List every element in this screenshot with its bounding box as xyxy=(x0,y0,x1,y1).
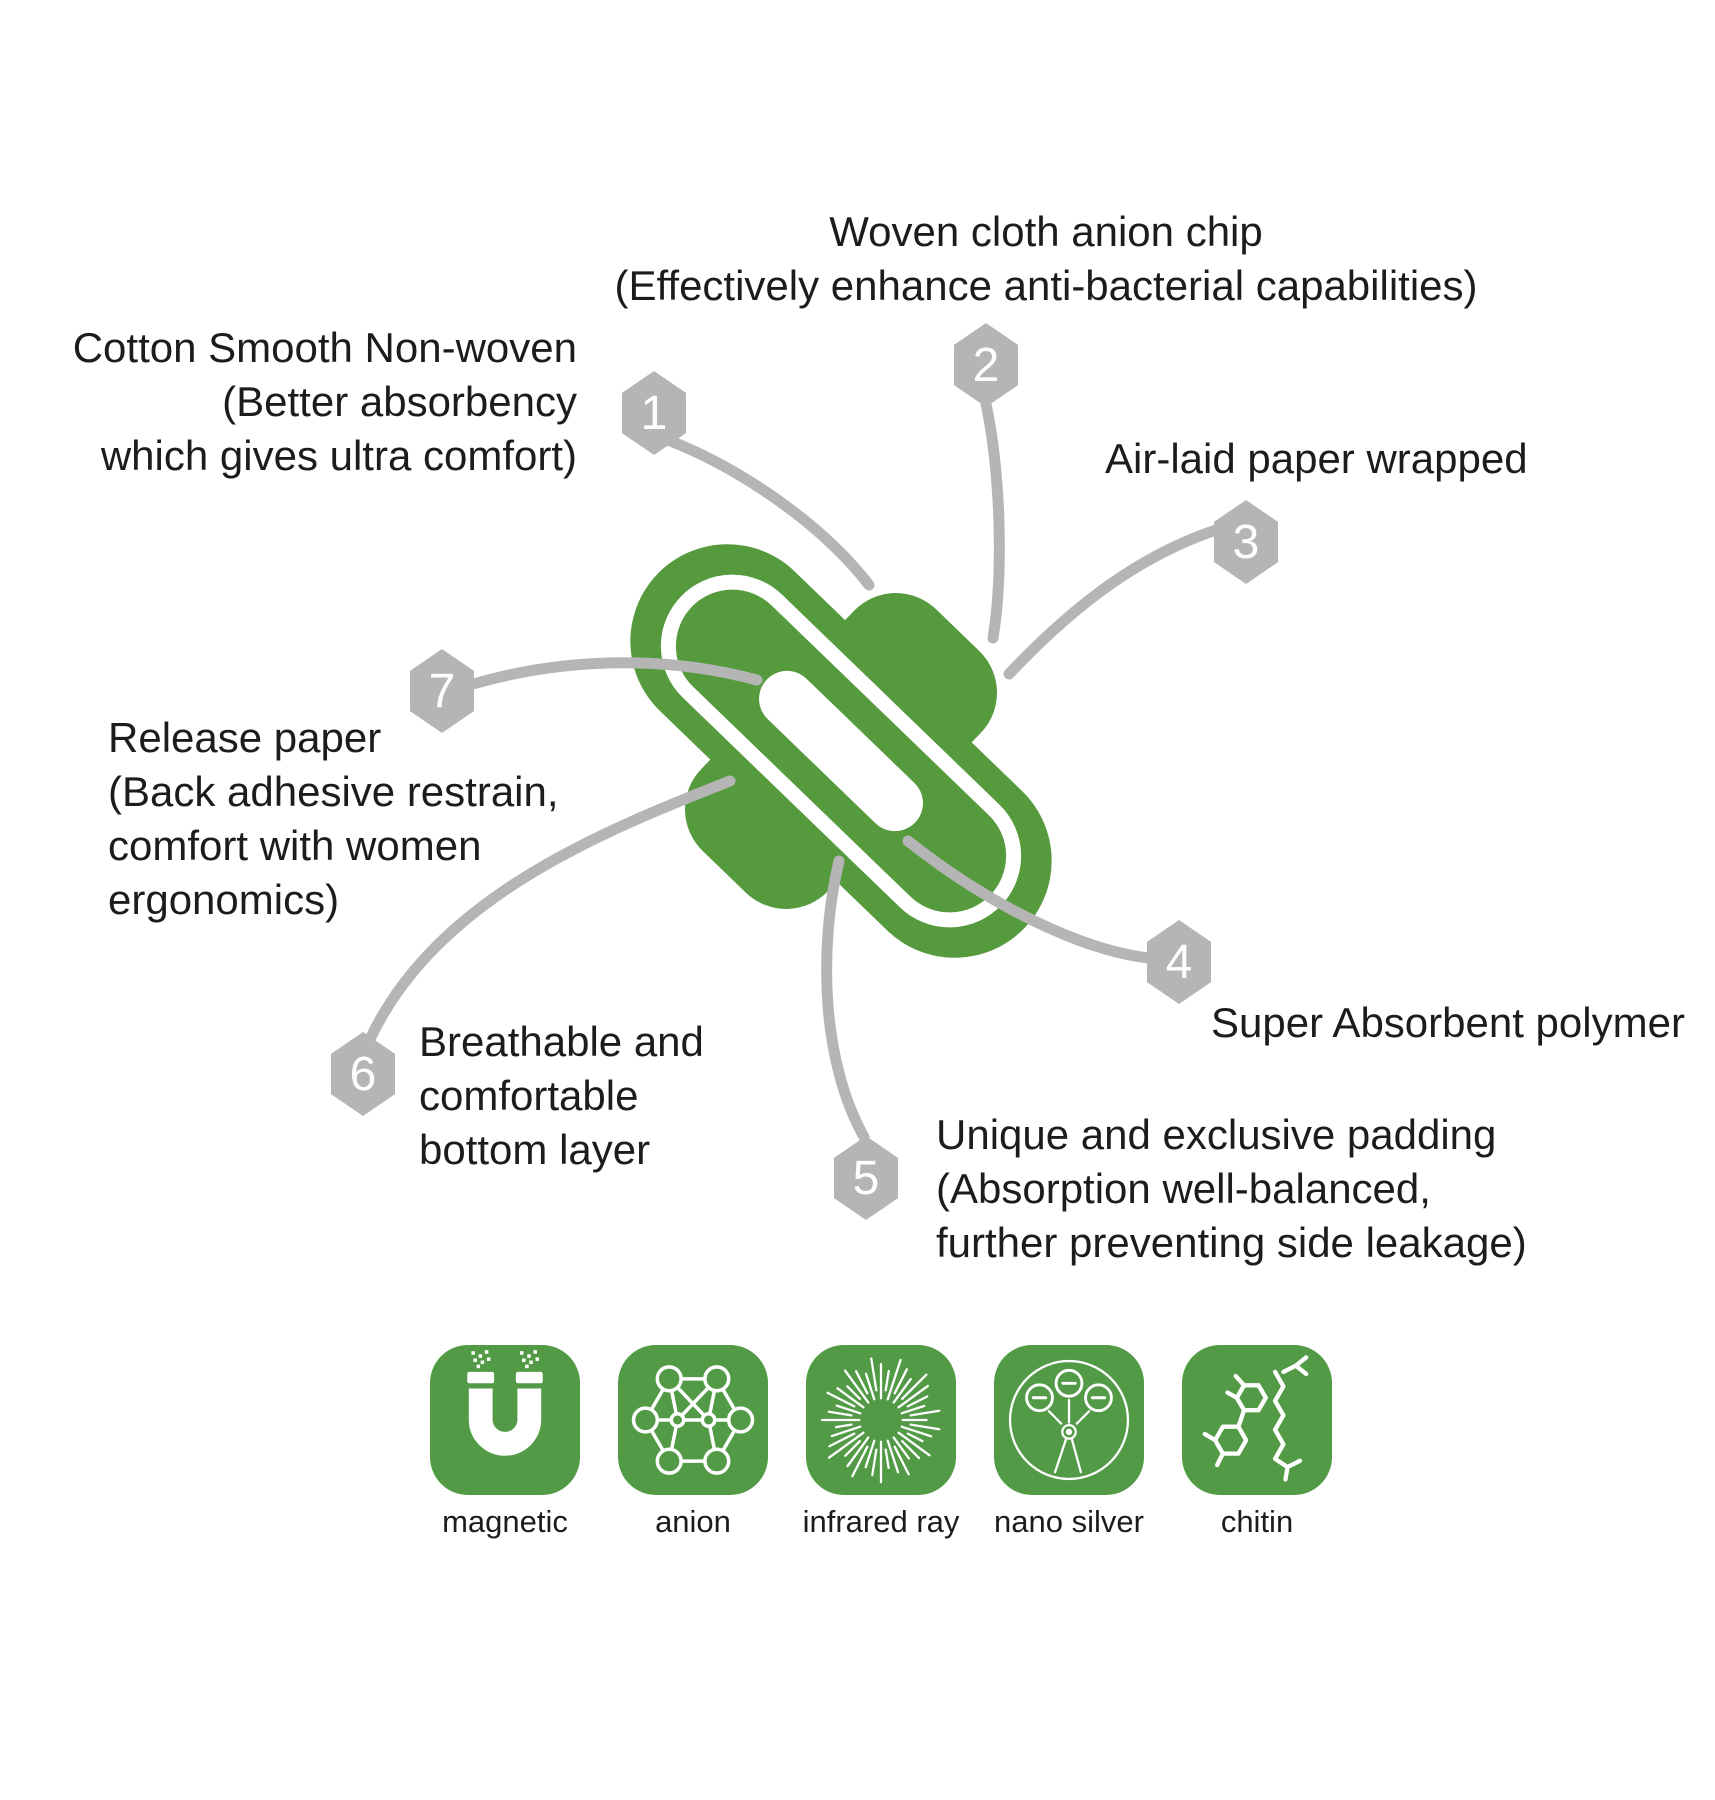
sunburst-rays xyxy=(820,1357,941,1484)
connector-line-6 xyxy=(365,775,736,1043)
connector-line-7 xyxy=(467,657,763,690)
connector-line-2 xyxy=(980,398,1005,644)
connector-lines xyxy=(365,398,1225,1143)
molecule-bonds xyxy=(643,1377,743,1463)
callout-release-paper: Release paper (Back adhesive restrain, c… xyxy=(108,714,559,923)
chitin-rings xyxy=(1202,1355,1309,1482)
pad-core-slot xyxy=(759,670,923,832)
feature-label-magnetic: magnetic xyxy=(442,1504,568,1539)
magnet-icon xyxy=(467,1350,543,1456)
feature-tile-infrared xyxy=(806,1345,956,1495)
magnet-horseshoe xyxy=(468,1388,542,1456)
feature-tile-magnetic xyxy=(430,1345,580,1495)
connector-line-4 xyxy=(902,835,1154,964)
feature-tile-nano-silver xyxy=(994,1345,1144,1495)
connector-line-1 xyxy=(662,434,875,591)
magnet-field-dots xyxy=(471,1350,540,1369)
molecule-nodes xyxy=(631,1365,755,1475)
callout-super-absorbent-polymer: Super Absorbent polymer xyxy=(1211,999,1685,1046)
feature-label-anion: anion xyxy=(655,1504,731,1539)
magnet-pole-cap-left xyxy=(467,1371,495,1384)
connector-line-3 xyxy=(1003,523,1225,680)
connector-line-5 xyxy=(821,855,870,1143)
feature-label-infrared-ray: infrared ray xyxy=(802,1504,960,1539)
feature-label-nano-silver: nano silver xyxy=(994,1504,1144,1539)
callout-cotton-smooth-nonwoven: Cotton Smooth Non-woven (Better absorben… xyxy=(72,324,577,479)
molecule-network-icon xyxy=(631,1365,755,1475)
chemical-structure-icon xyxy=(1202,1355,1309,1482)
callout-airlaid-paper: Air-laid paper wrapped xyxy=(1105,435,1528,482)
magnet-pole-cap-right xyxy=(515,1371,543,1384)
pad-illustration xyxy=(630,544,1052,958)
feature-label-chitin: chitin xyxy=(1220,1504,1294,1539)
nano-silver-meter-icon xyxy=(1008,1359,1130,1481)
meter-needle xyxy=(1047,1398,1091,1474)
callout-breathable-bottom-layer: Breathable and comfortable bottom layer xyxy=(419,1018,704,1173)
sunburst-icon xyxy=(820,1357,941,1484)
feature-tile-chitin xyxy=(1182,1345,1332,1495)
anion-particles xyxy=(1025,1368,1113,1413)
callout-woven-cloth-anion-chip: Woven cloth anion chip (Effectively enha… xyxy=(614,208,1478,309)
feature-tile-anion xyxy=(618,1345,768,1495)
meter-outer-circle xyxy=(1008,1359,1130,1481)
callout-unique-padding: Unique and exclusive padding (Absorption… xyxy=(936,1111,1527,1266)
